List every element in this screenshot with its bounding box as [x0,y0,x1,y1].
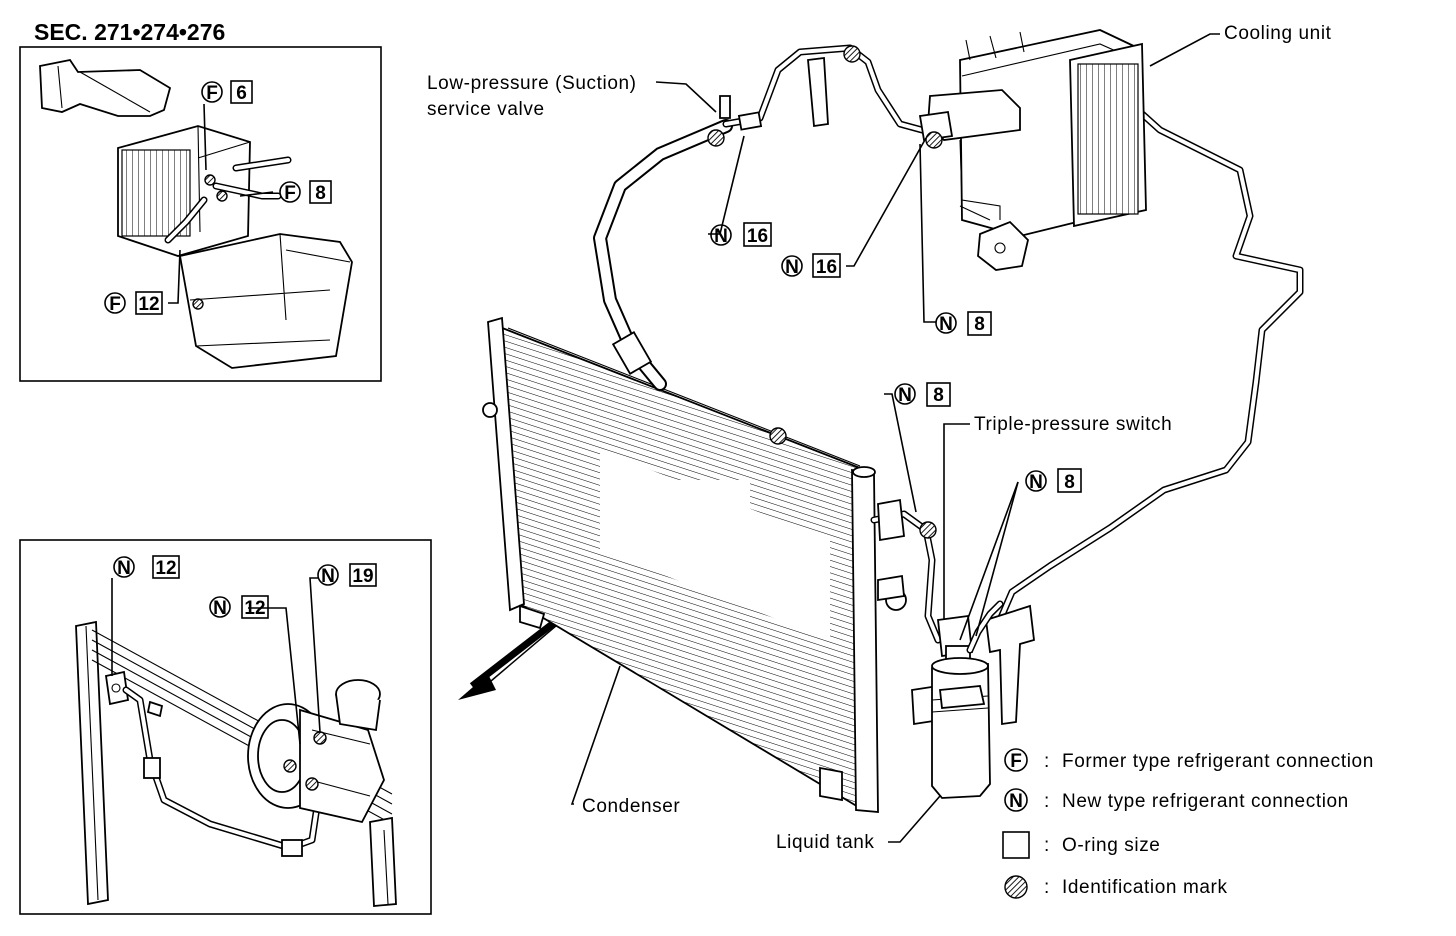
mark-n8-cooling: N 8 [935,311,992,336]
svg-text:N: N [714,226,728,247]
svg-text:8: 8 [933,385,944,406]
svg-text:8: 8 [315,183,326,204]
liquid-tank [911,600,1035,799]
svg-text:N: N [321,566,335,587]
identification-marks [707,45,943,539]
label-low-pressure-valve-1: Low-pressure (Suction) [427,73,637,94]
svg-text::: : [1044,791,1050,812]
svg-text:F: F [1010,751,1022,772]
legend-item-identification: : Identification mark [1004,875,1228,899]
mark-n8-condenser: N 8 [894,382,951,407]
legend-item-oring: : O-ring size [1002,831,1160,859]
inset-mark-f8: F 8 [279,180,332,204]
mark-n16-a: N 16 [710,222,772,247]
label-condenser: Condenser [582,796,680,817]
cooling-unit [918,29,1147,271]
legend-item-former: F : Former type refrigerant connection [1004,748,1374,772]
svg-text:N: N [785,257,799,278]
svg-text::: : [1044,877,1050,898]
inset-mark-n19: N 19 [317,563,377,587]
legend-item-new: N : New type refrigerant connection [1004,788,1349,812]
svg-text:F: F [206,83,218,104]
svg-text:16: 16 [747,226,768,247]
svg-text:N: N [213,598,227,619]
mark-n16-b: N 16 [781,253,841,278]
svg-text:O-ring size: O-ring size [1062,835,1160,856]
svg-text:Former type refrigerant connec: Former type refrigerant connection [1062,751,1374,772]
legend: F : Former type refrigerant connection N… [1002,748,1374,899]
svg-text:16: 16 [816,257,837,278]
svg-text:8: 8 [1064,472,1075,493]
svg-text:8: 8 [974,314,985,335]
svg-text:N: N [939,314,953,335]
inset-mark-n12-b: N 12 [209,595,269,619]
svg-text:F: F [284,183,296,204]
inset-compressor [19,539,432,915]
inset-mark-n12-a: N 12 [113,555,180,579]
inset-mark-f12: F 12 [104,291,163,315]
svg-text:F: F [109,294,121,315]
svg-text:N: N [1009,791,1023,812]
svg-text:Identification mark: Identification mark [1062,877,1228,898]
condenser-to-tank-pipe [870,498,942,644]
label-cooling-unit: Cooling unit [1224,23,1332,44]
suction-pipe-upper [719,44,926,134]
section-title: SEC. 271•274•276 [34,19,225,45]
svg-text::: : [1044,835,1050,856]
label-liquid-tank: Liquid tank [776,832,875,853]
svg-text:N: N [117,558,131,579]
label-triple-pressure-switch: Triple-pressure switch [974,414,1172,435]
svg-text:6: 6 [236,83,247,104]
svg-text::: : [1044,751,1050,772]
label-low-pressure-valve-2: service valve [427,99,545,120]
svg-text:12: 12 [244,598,265,619]
inset-cooling-unit [19,46,382,382]
svg-text:N: N [1029,472,1043,493]
suction-hose [593,119,733,391]
mark-n8-tank: N 8 [1025,468,1082,493]
svg-text:12: 12 [138,294,159,315]
svg-text:12: 12 [155,558,176,579]
inset-mark-f6: F 6 [201,80,253,104]
condenser [482,316,879,813]
svg-text:New type refrigerant connectio: New type refrigerant connection [1062,791,1349,812]
svg-text:19: 19 [352,566,373,587]
leader-lines [570,33,1220,843]
svg-text:N: N [898,385,912,406]
